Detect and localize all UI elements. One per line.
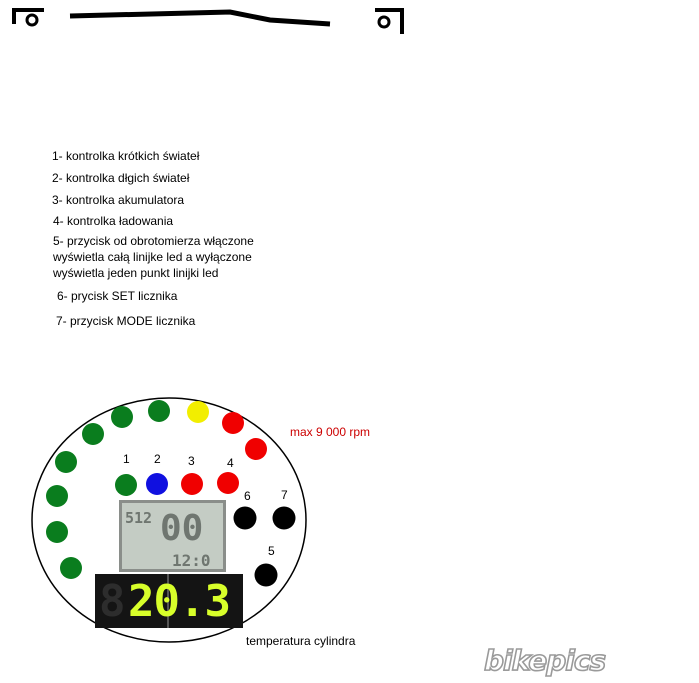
legend-item-5: 5- przycisk od obrotomierza włączone [53,234,254,248]
rpm-led-5 [82,423,104,445]
legend-item-7: 7- przycisk MODE licznika [56,314,196,328]
lcd-bottom: 12:0 [172,551,211,570]
rpm-max-label: max 9 000 rpm [290,425,371,439]
indicator-battery [181,473,203,495]
temperature-digits: 20.3 [128,576,230,627]
button-number-7: 7 [281,488,288,502]
rpm-led-bar [46,400,267,579]
rpm-led-4 [55,451,77,473]
legend-item-2: 2- kontrolka dłgich świateł [52,171,190,185]
legend-item-3: 3- kontrolka akumulatora [52,193,185,207]
legend-item-5-line-3: wyświetla jeden punkt linijki led [53,266,219,280]
indicator-number-2: 2 [154,452,161,466]
indicator-number-3: 3 [188,454,195,468]
rpm-led-10 [245,438,267,460]
indicator-high-beam [146,473,168,495]
legend-item-4: 4- kontrolka ładowania [53,214,174,228]
legend: 1- kontrolka krótkich świateł 2- kontrol… [0,0,420,340]
indicator-number-4: 4 [227,456,234,470]
rpm-led-1 [60,557,82,579]
button-set [233,506,257,530]
rpm-led-3 [46,485,68,507]
temperature-label: temperatura cylindra [246,634,356,648]
indicator-charging [217,472,239,494]
legend-item-6: 6- prycisk SET licznika [57,289,178,303]
button-mode [272,506,296,530]
rpm-led-6 [111,406,133,428]
top-outline-drawing [12,8,404,34]
gauge-diagram: 512 00 12:0 8 20.3 [31,397,307,643]
rpm-led-8 [187,401,209,423]
watermark-text: bikepics [484,644,605,677]
rpm-led-2 [46,521,68,543]
rpm-led-7 [148,400,170,422]
indicator-low-beam [115,474,137,496]
legend-item-1: 1- kontrolka krótkich świateł [52,149,200,163]
indicator-number-1: 1 [123,452,130,466]
temperature-display: 8 20.3 [95,574,243,628]
button-number-6: 6 [244,489,251,503]
lcd-display: 512 00 12:0 [119,500,226,572]
bikepics-logo: bikepics [483,644,607,678]
rpm-led-9 [222,412,244,434]
svg-text:8: 8 [99,576,126,627]
button-number-5: 5 [268,544,275,558]
legend-item-5-line-2: wyświetla całą linijke led a wyłączone [53,250,252,264]
lcd-top-left: 512 [125,509,152,527]
lcd-main-digits: 00 [160,508,203,549]
button-led-mode [254,563,278,587]
